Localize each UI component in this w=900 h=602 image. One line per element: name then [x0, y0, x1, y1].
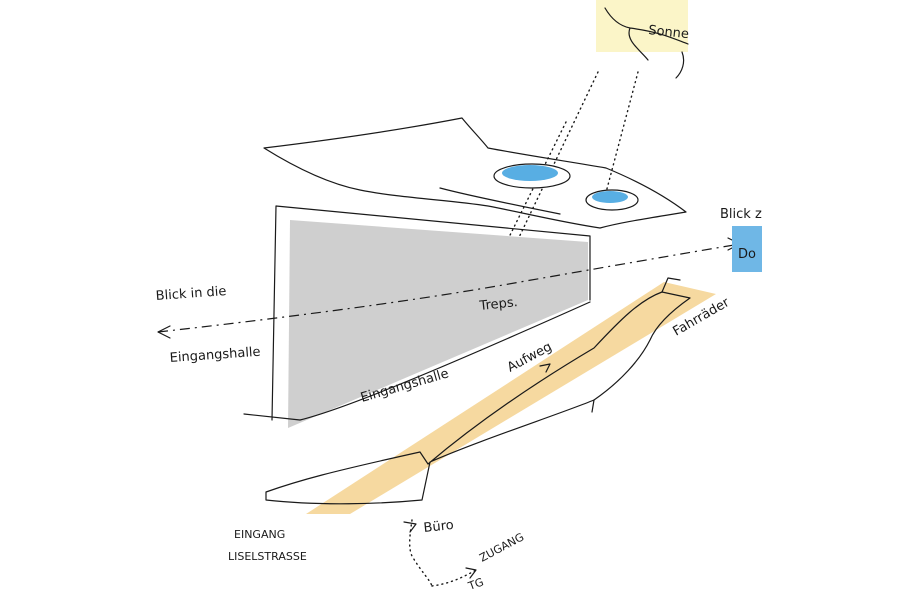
label-view-left-2: Eingangshalle: [169, 345, 261, 366]
label-sun: Sonne: [648, 23, 690, 42]
sun-outline: [604, 7, 689, 79]
roof-edge: [439, 187, 561, 215]
office-path: [409, 519, 433, 587]
label-office: Büro: [423, 518, 455, 536]
ramp-outline: [265, 291, 691, 505]
ramp-detail: [591, 277, 681, 413]
hall-wall: [288, 220, 588, 428]
ramp-band: [306, 282, 716, 514]
garage-arrow: [465, 567, 477, 579]
label-garage-2: TG: [466, 575, 486, 593]
label-view-right-2: Do: [738, 247, 756, 262]
label-stairs: Treps.: [478, 295, 519, 314]
hall-frame: [243, 205, 591, 421]
roof-slab: [263, 117, 687, 229]
label-view-right-1: Blick z: [720, 207, 762, 222]
view-axis: [157, 243, 741, 333]
skylight-1: [502, 165, 558, 181]
sky-box: [732, 226, 762, 272]
sun-highlight: [596, 0, 688, 52]
sunray-3: [603, 71, 639, 201]
label-view-left-1: Blick in die: [155, 284, 227, 304]
sunray-1: [511, 71, 599, 253]
label-garage-1: ZUGANG: [477, 530, 526, 564]
label-entrance-2: LISELSTRASSE: [228, 550, 307, 563]
office-arrow: [403, 521, 417, 533]
skylight-2: [592, 191, 628, 203]
label-entrance-1: EINGANG: [234, 528, 285, 541]
ascent-arrow: [539, 363, 551, 373]
view-arrow-left: [157, 325, 171, 339]
